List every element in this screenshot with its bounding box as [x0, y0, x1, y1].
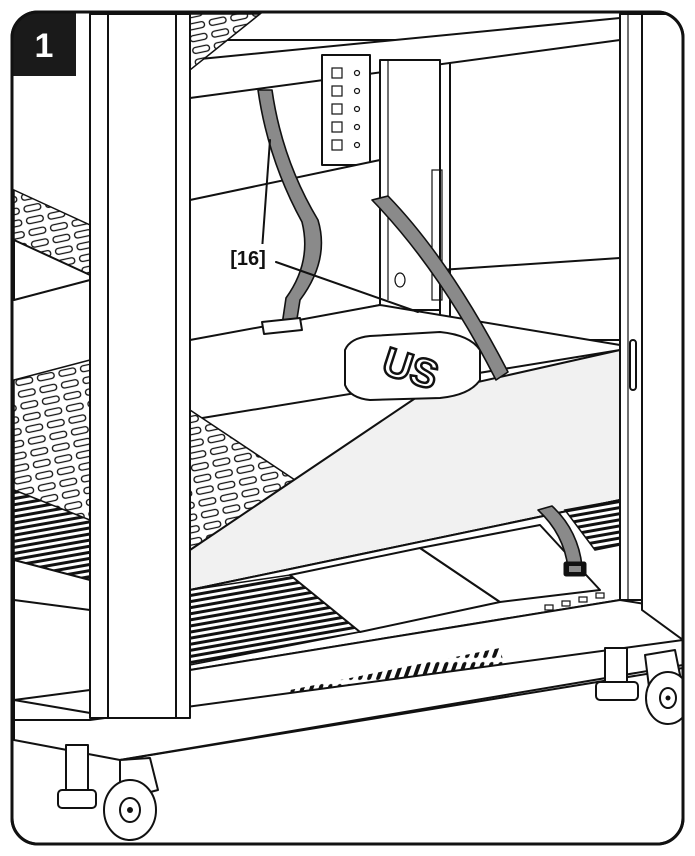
- callout-label: [16]: [230, 248, 266, 270]
- front-right-post: [619, 13, 643, 601]
- front-left-post: [89, 13, 191, 719]
- caster-left: [57, 744, 159, 841]
- caster-right: [595, 647, 683, 725]
- cable-strap-right: [371, 195, 509, 381]
- step-badge: [12, 12, 76, 76]
- callout-leader-right: [275, 261, 419, 313]
- floor-rail-holes: [544, 592, 605, 611]
- rail-holes: [331, 67, 361, 151]
- step-number: 1: [35, 27, 54, 65]
- mounting-rail: [321, 54, 371, 166]
- callout-leader-up: [261, 139, 271, 251]
- shelf-logo: US: [344, 331, 481, 401]
